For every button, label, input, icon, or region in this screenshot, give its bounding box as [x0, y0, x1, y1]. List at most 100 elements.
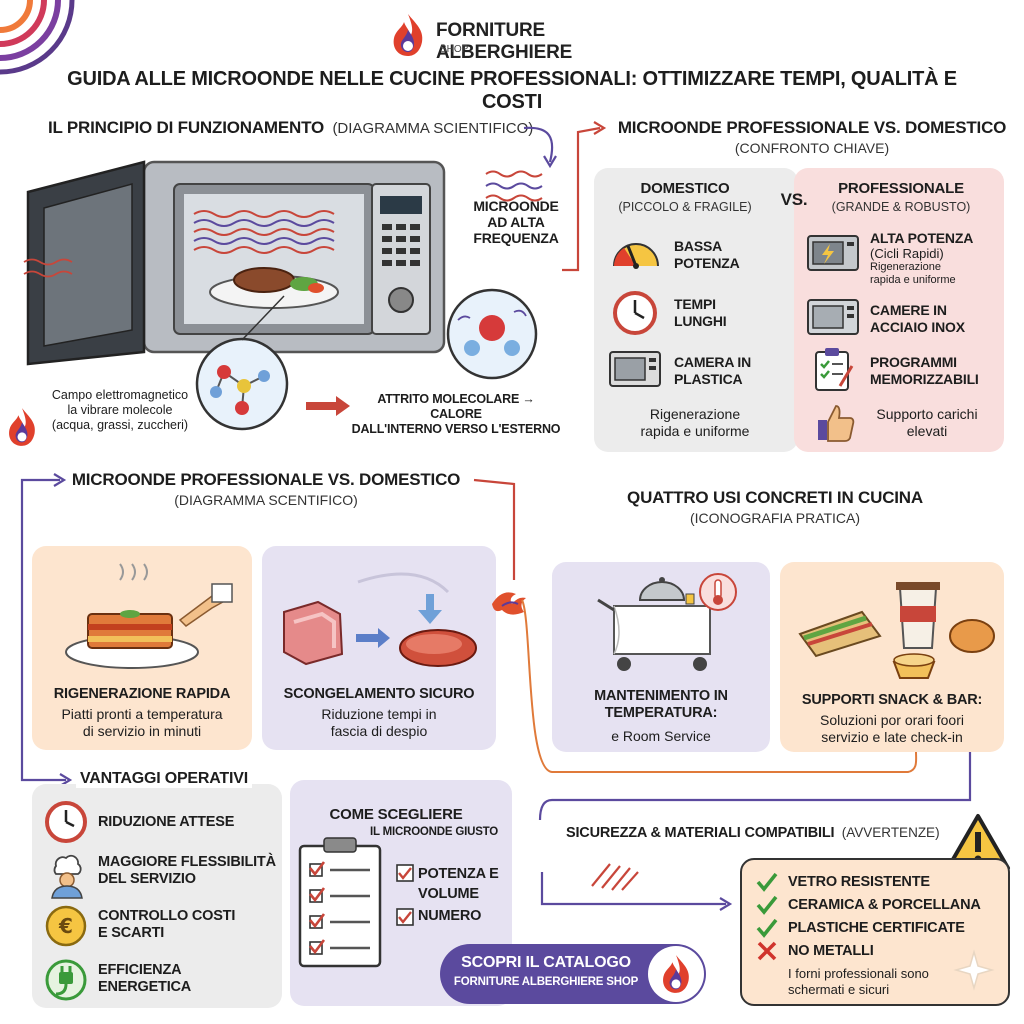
flame-small-icon [9, 408, 35, 446]
domestic-title: DOMESTICO [640, 180, 730, 197]
corner-arcs-decoration [0, 0, 75, 75]
principle-arrow [523, 126, 557, 169]
card-regen-title: RIGENERAZIONE RAPIDA [53, 686, 231, 702]
gauge-icon [613, 243, 659, 269]
flame-separator-icon [492, 592, 526, 615]
domestic-item-1: BASSA POTENZA [674, 238, 740, 271]
waves-label: MICROONDE AD ALTA FREQUENZA [473, 198, 559, 246]
choose-check-icon-1 [396, 864, 414, 882]
brand-name: FORNITURE ALBERGHIERE [436, 20, 573, 63]
microwave-illustration [23, 160, 446, 366]
cross-icon [757, 941, 777, 961]
lasagna-plate-icon [65, 563, 233, 669]
brand-header: FORNITURE ALBERGHIERE SHOP [388, 10, 648, 63]
domestic-subtitle: (PICCOLO & FRAGILE) [618, 200, 752, 214]
safety-panel [740, 858, 1010, 1006]
safety-item-3: PLASTICHE CERTIFICATE [756, 918, 1006, 941]
safety-title: SICUREZZA & MATERIALI COMPATIBILI [566, 825, 835, 841]
domestic-item-2: TEMPI LUNGHI [674, 296, 727, 329]
card-snack: SUPPORTI SNACK & BAR: Soluzioni por orar… [780, 562, 1004, 752]
cta-line-2: FORNITURE ALBERGHIERE SHOP [453, 976, 639, 988]
choose-title: COME SCEGLIERE [329, 806, 463, 823]
inox-microwave-icon [807, 299, 859, 335]
professional-title: PROFESSIONALE [838, 180, 964, 197]
defrost-meat-icon [283, 572, 477, 667]
advantage-item-3: CONTROLLO COSTI E SCARTI [98, 908, 236, 941]
euro-coin-icon: € [45, 905, 87, 947]
safety-item-1: VETRO RESISTENTE [756, 872, 1006, 895]
energy-plug-icon [45, 959, 87, 1001]
checklist-clipboard-icon [298, 837, 382, 968]
compare-title: MICROONDE PROFESSIONALE VS. DOMESTICO [617, 118, 1007, 137]
snack-food-icon [798, 582, 995, 679]
brand-shop: SHOP [440, 44, 469, 55]
compare-subtitle: (CONFRONTO CHIAVE) [734, 140, 890, 156]
advantage-item-2: MAGGIORE FLESSIBILITÀ DEL SERVIZIO [98, 854, 276, 887]
svg-text:€: € [58, 914, 73, 938]
section2-title: MICROONDE PROFESSIONALE VS. DOMESTICO [71, 470, 461, 489]
safety-item-4: NO METALLI [756, 941, 1006, 964]
card-hold-text: e Room Service [611, 728, 711, 744]
check-icon [756, 895, 778, 915]
check-icon [756, 872, 778, 892]
safety-title-block: SICUREZZA & MATERIALI COMPATIBILI (AVVER… [566, 824, 966, 842]
plate-pointer-line [241, 295, 285, 341]
uses-subtitle: (ICONOGRAFIA PRATICA) [689, 510, 861, 526]
card-defrost-title: SCONGELAMENTO SICURO [283, 686, 475, 702]
principle-title-block: IL PRINCIPIO DI FUNZIONAMENTO (DIAGRAMMA… [48, 118, 568, 138]
check-icon [756, 918, 778, 938]
vs-label: VS. [780, 190, 808, 209]
field-text: Campo elettromagnetico la vibrare moleco… [51, 388, 189, 432]
principle-subtitle: (DIAGRAMMA SCIENTIFICO) [332, 120, 534, 137]
clock-advantage-icon [45, 801, 87, 843]
catalog-cta-button[interactable]: SCOPRI IL CATALOGO FORNITURE ALBERGHIERE… [440, 944, 706, 1004]
wave-lines-icon [485, 170, 543, 202]
advantage-item-4: EFFICIENZA ENERGETICA [98, 962, 192, 995]
clipboard-program-icon [815, 348, 854, 391]
safety-subtitle: (AVVERTENZE) [841, 825, 940, 840]
thumbs-up-icon [818, 405, 855, 442]
cta-flame-icon [663, 955, 689, 993]
principle-title: IL PRINCIPIO DI FUNZIONAMENTO [48, 118, 324, 137]
professional-footer: Supporto carichi elevati [876, 406, 978, 439]
safety-item-2: CERAMICA & PORCELLANA [756, 895, 1006, 918]
small-microwave-icon [609, 351, 661, 387]
chef-icon [51, 854, 83, 899]
professional-item-1: ALTA POTENZA (Cicli Rapidi) Rigenerazion… [870, 230, 974, 286]
card-hold-title: MANTENIMENTO IN TEMPERATURA: [594, 688, 728, 721]
main-title: GUIDA ALLE MICROONDE NELLE CUCINE PROFES… [67, 68, 957, 113]
cta-line-1: SCOPRI IL CATALOGO [461, 954, 631, 971]
connector-arrow-top [562, 121, 607, 272]
power-microwave-icon [807, 235, 859, 271]
friction-text: ATTRITO MOLECOLARE → CALORE DALL'INTERNO… [351, 392, 561, 436]
choose-item-1: POTENZA E VOLUME [418, 866, 499, 902]
advantages-title: VANTAGGI OPERATIVI [76, 770, 252, 788]
card-snack-title: SUPPORTI SNACK & BAR: [801, 692, 983, 708]
molecule-circle-right [446, 288, 538, 380]
card-regen: RIGENERAZIONE RAPIDA Piatti pronti a tem… [32, 546, 252, 750]
choose-subtitle: IL MICROONDE GIUSTO [370, 826, 499, 838]
advantage-item-1: RIDUZIONE ATTESE [98, 814, 235, 830]
professional-item-3: PROGRAMMI MEMORIZZABILI [870, 354, 979, 387]
safety-note: I forni professionali sono schermati e s… [788, 966, 929, 997]
professional-subtitle: (GRANDE & ROBUSTO) [831, 200, 971, 214]
choose-item-2: NUMERO [418, 908, 482, 924]
cta-logo-badge [648, 946, 704, 1002]
professional-item-2: CAMERE IN ACCIAIO INOX [870, 302, 965, 335]
domestic-item-3: CAMERA IN PLASTICA [674, 354, 752, 387]
molecule-circle-large [195, 337, 289, 431]
card-snack-text: Soluzioni por orari foori servizio e lat… [820, 712, 964, 745]
sparkle-icon [953, 949, 995, 991]
card-defrost-text: Riduzione tempi in fascia di despio [321, 706, 437, 739]
card-defrost: SCONGELAMENTO SICURO Riduzione tempi in … [262, 546, 496, 750]
choose-check-icon-2 [396, 908, 414, 926]
uses-connector [521, 599, 972, 821]
safety-connector [540, 872, 733, 911]
heat-lines-icon [591, 863, 639, 891]
flame-logo-icon [393, 14, 423, 56]
domestic-footer: Rigenerazione rapida e uniforme [640, 406, 750, 439]
card-regen-text: Piatti pronti a temperatura di servizio … [61, 706, 223, 739]
section2-subtitle: (DIAGRAMMA SCENTIFICO) [174, 492, 358, 508]
card-hold: MANTENIMENTO IN TEMPERATURA: e Room Serv… [552, 562, 770, 752]
uses-title: QUATTRO USI CONCRETI IN CUCINA [627, 488, 923, 507]
